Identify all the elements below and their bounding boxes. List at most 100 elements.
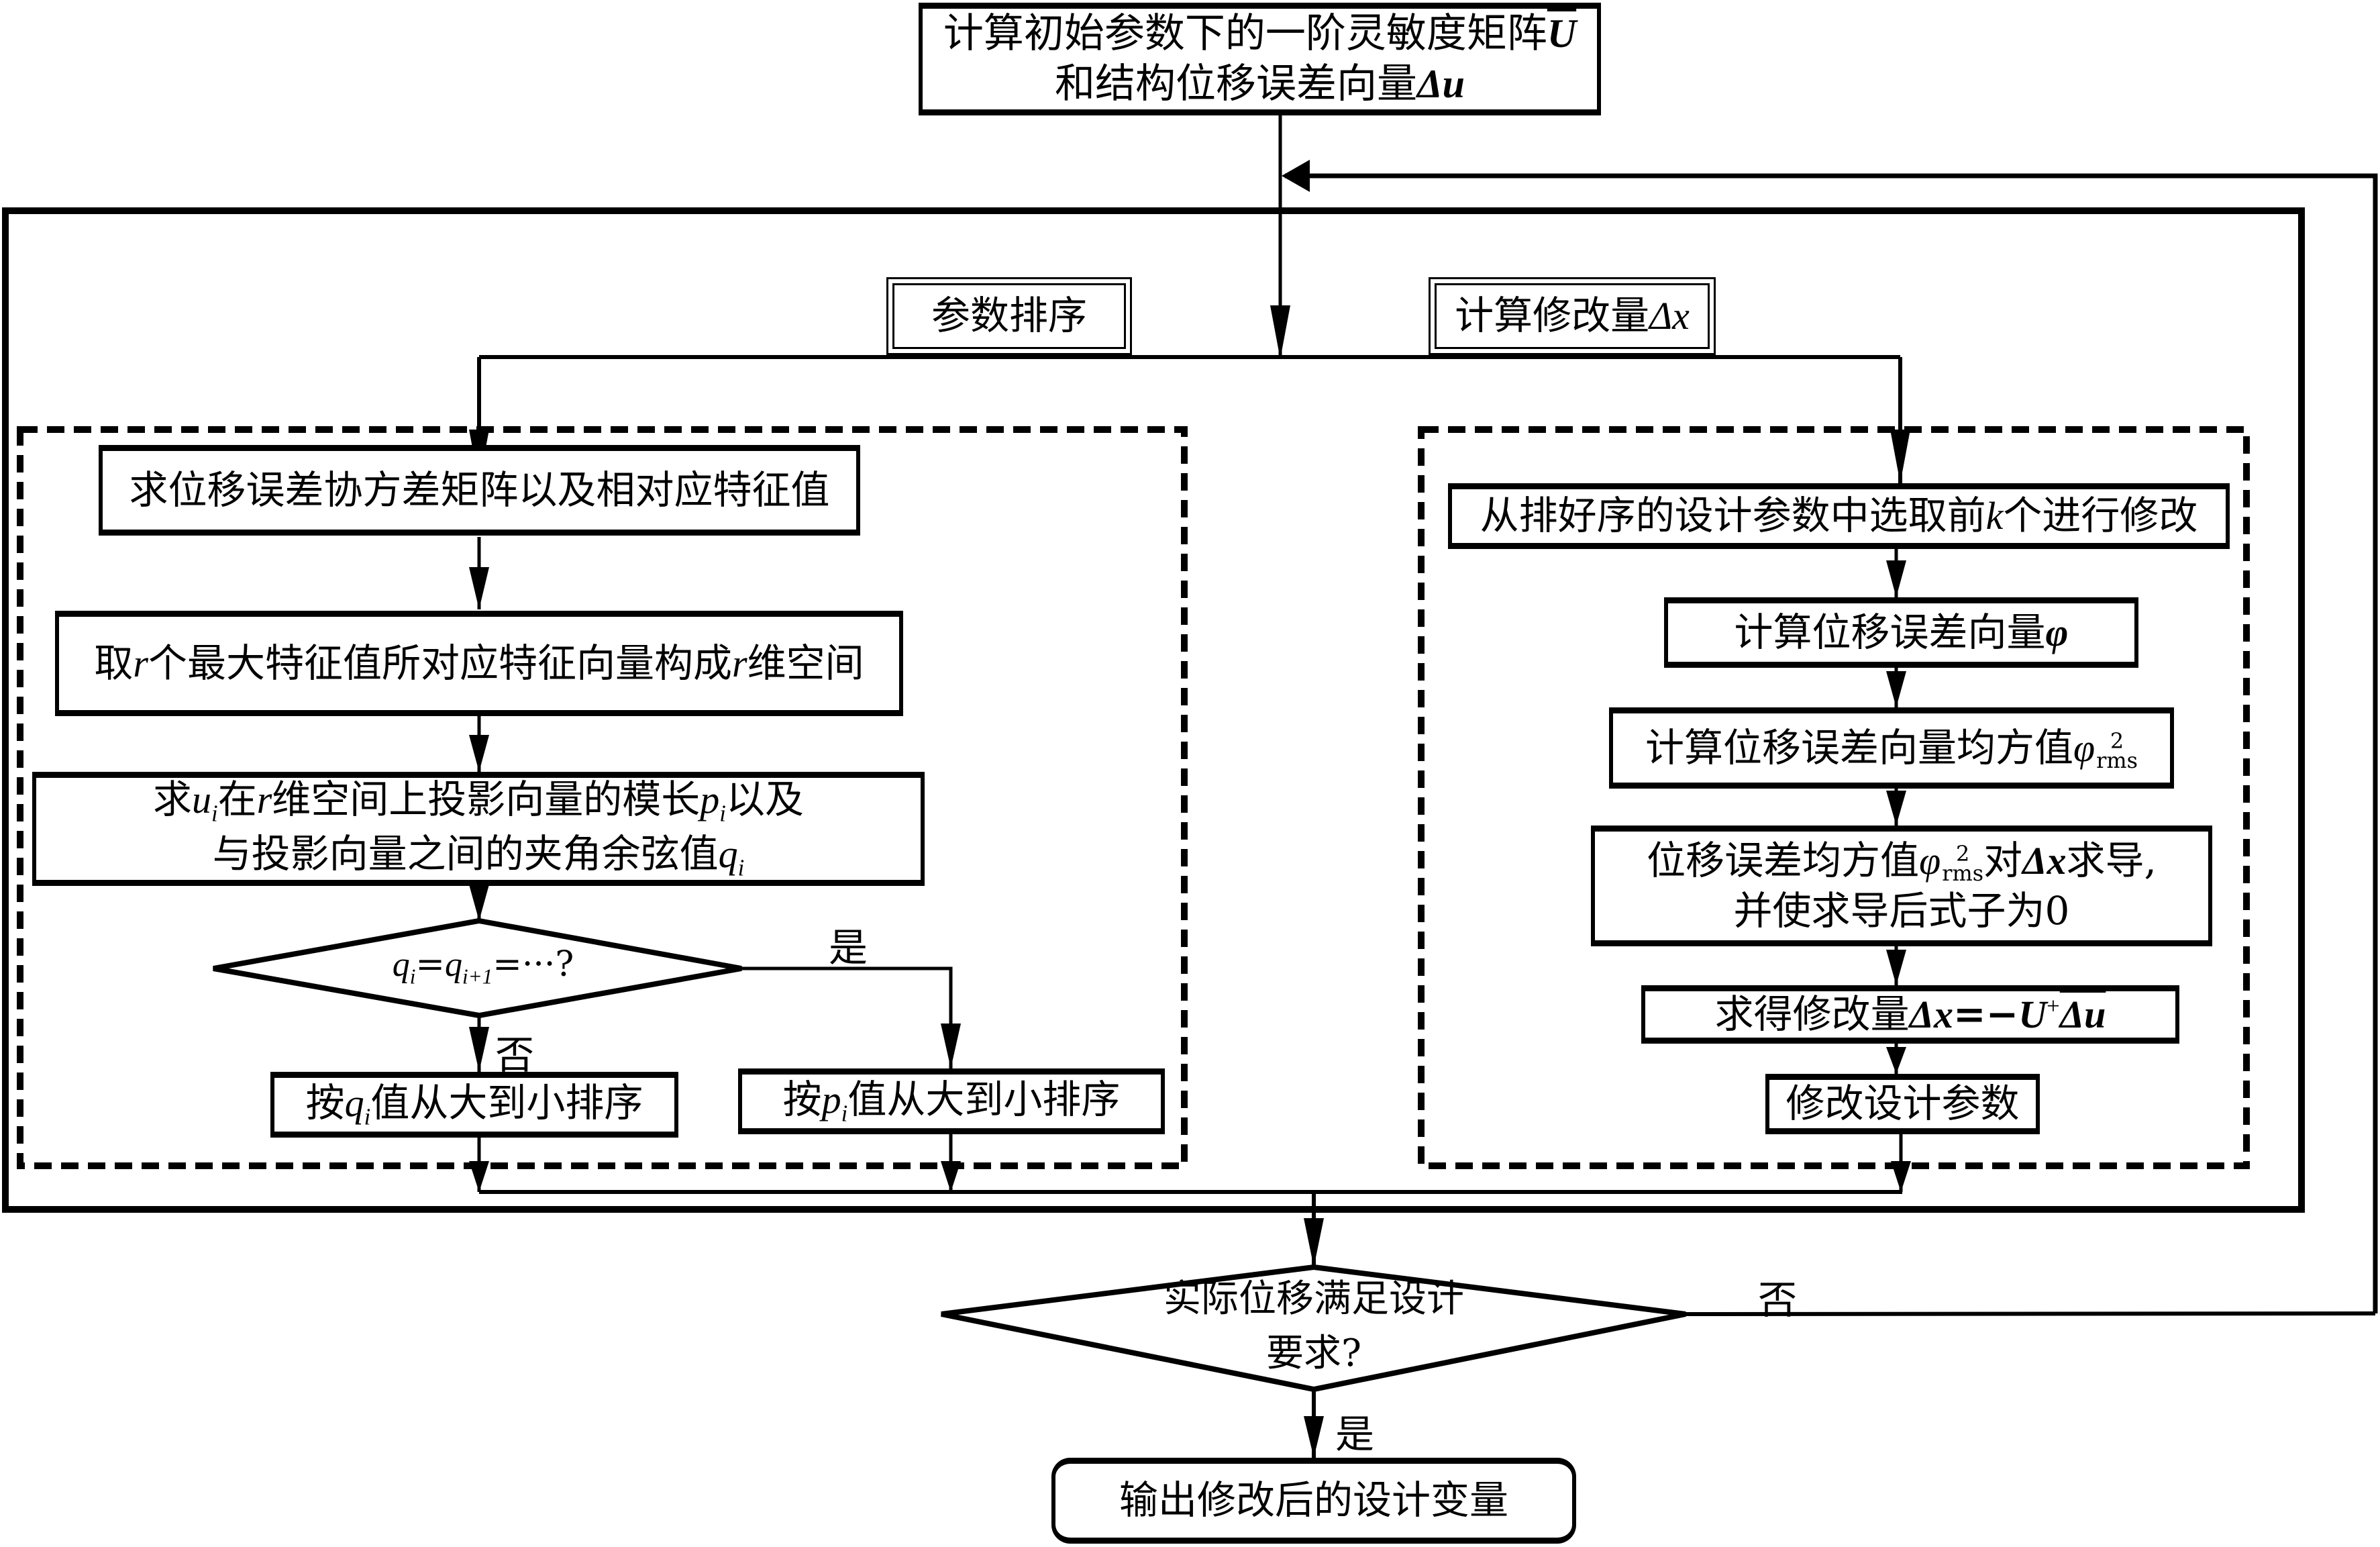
sup: 2 (2110, 728, 2124, 754)
connector-loop-back (1282, 160, 2378, 1313)
t: 求导, (2066, 837, 2157, 883)
displacement-error-symbol: Δu (1417, 62, 1465, 106)
step-sort-by-p: 按pi值从大到小排序 (738, 1068, 1165, 1134)
step-compute-phi: 计算位移误差向量φ (1664, 597, 2138, 668)
pseudo-inverse-sup: + (2047, 993, 2060, 1019)
final-decision-text: 实际位移满足设计 要求? (1113, 1272, 1515, 1381)
header-left-label: 参数排序 (931, 293, 1087, 339)
r-symbol: r (732, 641, 747, 685)
right-dashed-group (1418, 426, 2250, 1169)
step-modification-formula: 求得修改量Δx=−U+Δu (1641, 985, 2179, 1044)
left-decision-no-label: 否 (495, 1032, 535, 1078)
r-symbol: r (133, 641, 148, 685)
t: =···? (493, 944, 574, 985)
t: 取 (94, 640, 134, 686)
t: 值从大到小排序 (370, 1079, 643, 1126)
step-sort-by-q: 按qi值从大到小排序 (270, 1072, 678, 1138)
sort-p-text: 按pi值从大到小排序 (783, 1075, 1121, 1129)
t: =− (1953, 991, 2019, 1037)
t: 以及 (725, 777, 804, 823)
i-sub: i (364, 1103, 371, 1130)
q-symbol: q (444, 946, 462, 984)
select-k-text: 从排好序的设计参数中选取前k个进行修改 (1480, 491, 2198, 541)
header-parameter-sorting: 参数排序 (886, 277, 1132, 355)
step-r-dim-space: 取r个最大特征值所对应特征向量构成r维空间 (55, 611, 903, 716)
t: 按 (782, 1076, 822, 1122)
connector-branch (469, 355, 1910, 483)
i-sub: i (211, 800, 218, 827)
final-decision-yes-label: 是 (1335, 1411, 1375, 1457)
left-dashed-group (17, 426, 1188, 1169)
sensitivity-matrix-symbol: U (1547, 11, 1577, 56)
header-right-symbol: Δx (1649, 294, 1690, 338)
t: 求 (153, 777, 193, 823)
left-decision-text: qi=qi+1=···? (349, 940, 617, 992)
sub: rms (2096, 747, 2138, 773)
header-right-label: 计算修改量 (1455, 293, 1650, 339)
start-box: 计算初始参数下的一阶灵敏度矩阵U 和结构位移误差向量Δu (919, 3, 1601, 115)
start-line1: 计算初始参数下的一阶灵敏度矩阵 (943, 10, 1547, 57)
u-matrix-symbol: U (2018, 992, 2047, 1036)
outer-frame (2, 207, 2305, 1213)
end-terminal: 输出修改后的设计变量 (1051, 1458, 1576, 1544)
phi-symbol: φ (2073, 726, 2096, 770)
k-symbol: k (1985, 494, 2004, 538)
u-symbol: u (192, 778, 212, 822)
r-symbol: r (256, 778, 272, 822)
q-symbol: q (392, 946, 410, 984)
left-decision-diamond (213, 917, 742, 1019)
formula-text: 求得修改量Δx=−U+Δu (1715, 989, 2106, 1040)
t: 在 (217, 777, 257, 823)
derivative-line2: 并使求导后式子为0 (1733, 888, 2070, 934)
i-sub: i (719, 800, 726, 827)
t: 个进行修改 (2003, 493, 2198, 539)
t: 维空间上投影向量的模长 (272, 777, 701, 823)
left-branch-arrows (469, 537, 961, 1192)
q-symbol: q (344, 1081, 364, 1125)
phi-symbol: φ (1919, 838, 1941, 883)
step-covariance-text: 求位移误差协方差矩阵以及相对应特征值 (129, 466, 830, 513)
sort-q-text: 按qi值从大到小排序 (306, 1078, 643, 1132)
left-decision-yes-label: 是 (829, 925, 868, 970)
final-decision-no-label: 否 (1758, 1277, 1798, 1323)
t: 与投影向量之间的夹角余弦值 (212, 831, 719, 877)
step-projection-line1: 求ui在r维空间上投影向量的模长pi以及 (153, 775, 804, 829)
compute-phi-text: 计算位移误差向量φ (1735, 607, 2069, 658)
step-projection: 求ui在r维空间上投影向量的模长pi以及 与投影向量之间的夹角余弦值qi (32, 772, 925, 886)
t: 从排好序的设计参数中选取前 (1480, 493, 1986, 539)
t: 位移误差均方值 (1647, 837, 1920, 883)
start-line2: 和结构位移误差向量 (1055, 60, 1417, 107)
i-sub: i (737, 854, 745, 881)
t: 计算位移误差向量 (1734, 609, 2046, 655)
end-text: 输出修改后的设计变量 (1119, 1477, 1508, 1524)
sup: 2 (1955, 840, 1970, 866)
sub: i (409, 964, 416, 989)
step-r-dim-text: 取r个最大特征值所对应特征向量构成r维空间 (94, 638, 864, 689)
i-sub: i (841, 1100, 848, 1127)
t: 维空间 (747, 640, 864, 686)
connector-start-down (1270, 114, 1290, 359)
t: 求得修改量 (1714, 991, 1910, 1037)
step-projection-line2: 与投影向量之间的夹角余弦值qi (213, 829, 745, 883)
step-modify-parameters: 修改设计参数 (1765, 1074, 2040, 1134)
step-covariance-matrix: 求位移误差协方差矩阵以及相对应特征值 (99, 445, 860, 536)
t: 值从大到小排序 (847, 1076, 1121, 1122)
dx-symbol: Δx (1909, 992, 1954, 1036)
sub: rms (1942, 860, 1984, 886)
phi-symbol: φ (2045, 610, 2069, 654)
step-select-top-k: 从排好序的设计参数中选取前k个进行修改 (1448, 483, 2230, 549)
connector-merge (479, 1190, 1902, 1267)
dx-symbol: Δx (2022, 838, 2067, 883)
du-symbol: Δu (2059, 992, 2106, 1036)
final-decision-line1: 实际位移满足设计 (1163, 1277, 1464, 1321)
t: 计算位移误差向量均方值 (1645, 724, 2074, 770)
p-symbol: p (700, 778, 720, 822)
